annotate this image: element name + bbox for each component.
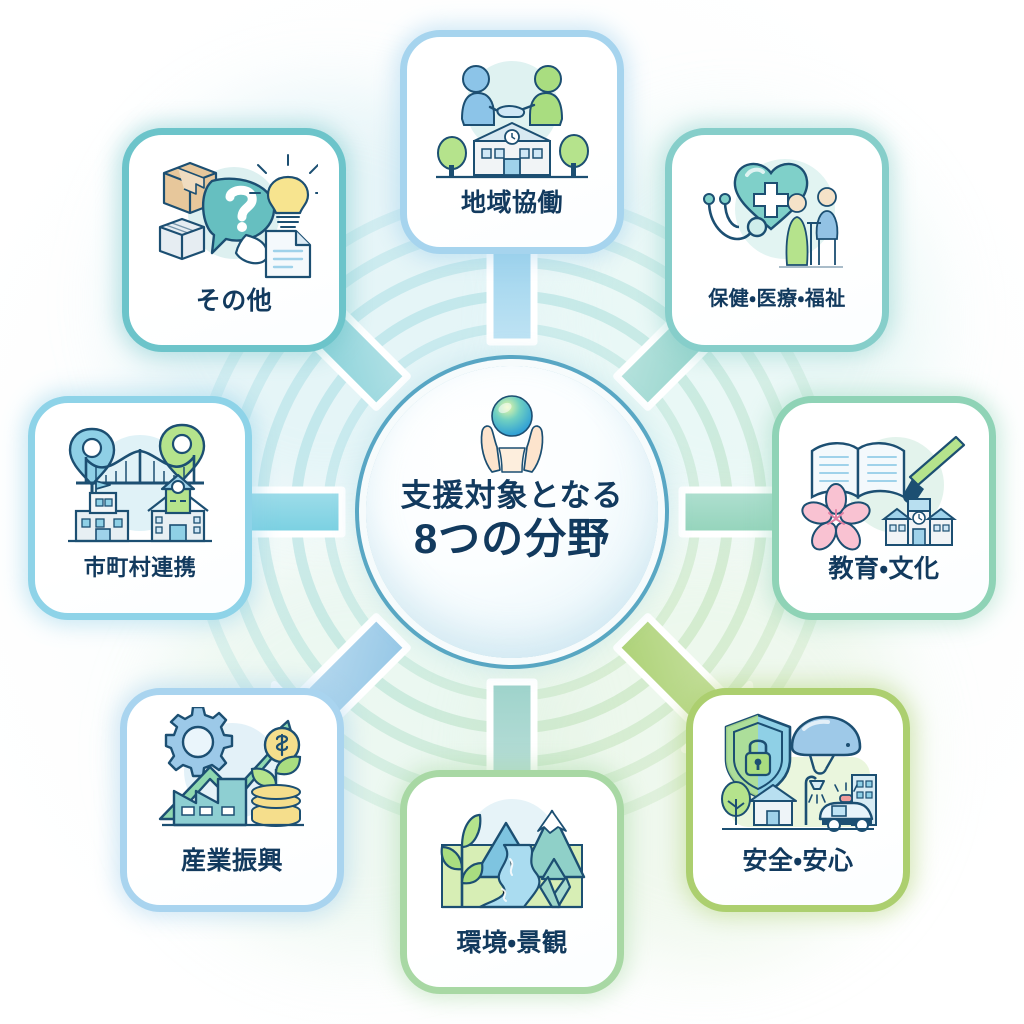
field-card-environment[interactable]: 環境・景観 bbox=[400, 770, 624, 994]
center-medallion: 支援対象となる 8つの分野 bbox=[366, 366, 658, 658]
field-label-environment: 環境・景観 bbox=[456, 929, 568, 957]
field-card-municipal[interactable]: 市町村連携 bbox=[28, 396, 252, 620]
industry-promotion-icon bbox=[158, 707, 304, 827]
field-label-industry: 産業振興 bbox=[180, 847, 283, 875]
field-card-other[interactable]: その他 bbox=[122, 128, 346, 352]
center-title-line1: 支援対象となる bbox=[400, 478, 624, 513]
center-title: 支援対象となる 8つの分野 bbox=[400, 478, 624, 562]
environment-landscape-icon bbox=[440, 799, 586, 909]
handshake-school-icon bbox=[436, 61, 589, 179]
health-welfare-icon bbox=[703, 159, 843, 268]
field-card-industry[interactable]: 産業振興 bbox=[120, 688, 344, 912]
hands-holding-globe-icon bbox=[480, 395, 544, 473]
field-label-safety: 安全・安心 bbox=[742, 847, 854, 875]
safety-security-icon bbox=[721, 713, 877, 832]
field-card-education[interactable]: 教育・文化 bbox=[772, 396, 996, 620]
other-misc-icon bbox=[158, 154, 318, 279]
field-label-community: 地域協働 bbox=[460, 189, 563, 217]
center-title-line2: 8つの分野 bbox=[413, 514, 611, 562]
education-culture-icon bbox=[801, 435, 966, 551]
field-card-health[interactable]: 保健・医療・福祉 bbox=[665, 128, 889, 352]
field-label-municipal: 市町村連携 bbox=[83, 555, 197, 580]
field-card-safety[interactable]: 安全・安心 bbox=[686, 688, 910, 912]
field-label-education: 教育・文化 bbox=[828, 555, 940, 583]
field-label-other: その他 bbox=[195, 287, 273, 315]
field-card-community[interactable]: 地域協働 bbox=[400, 30, 624, 254]
municipal-cooperation-icon bbox=[68, 423, 212, 543]
field-label-health: 保健・医療・福祉 bbox=[708, 288, 846, 310]
